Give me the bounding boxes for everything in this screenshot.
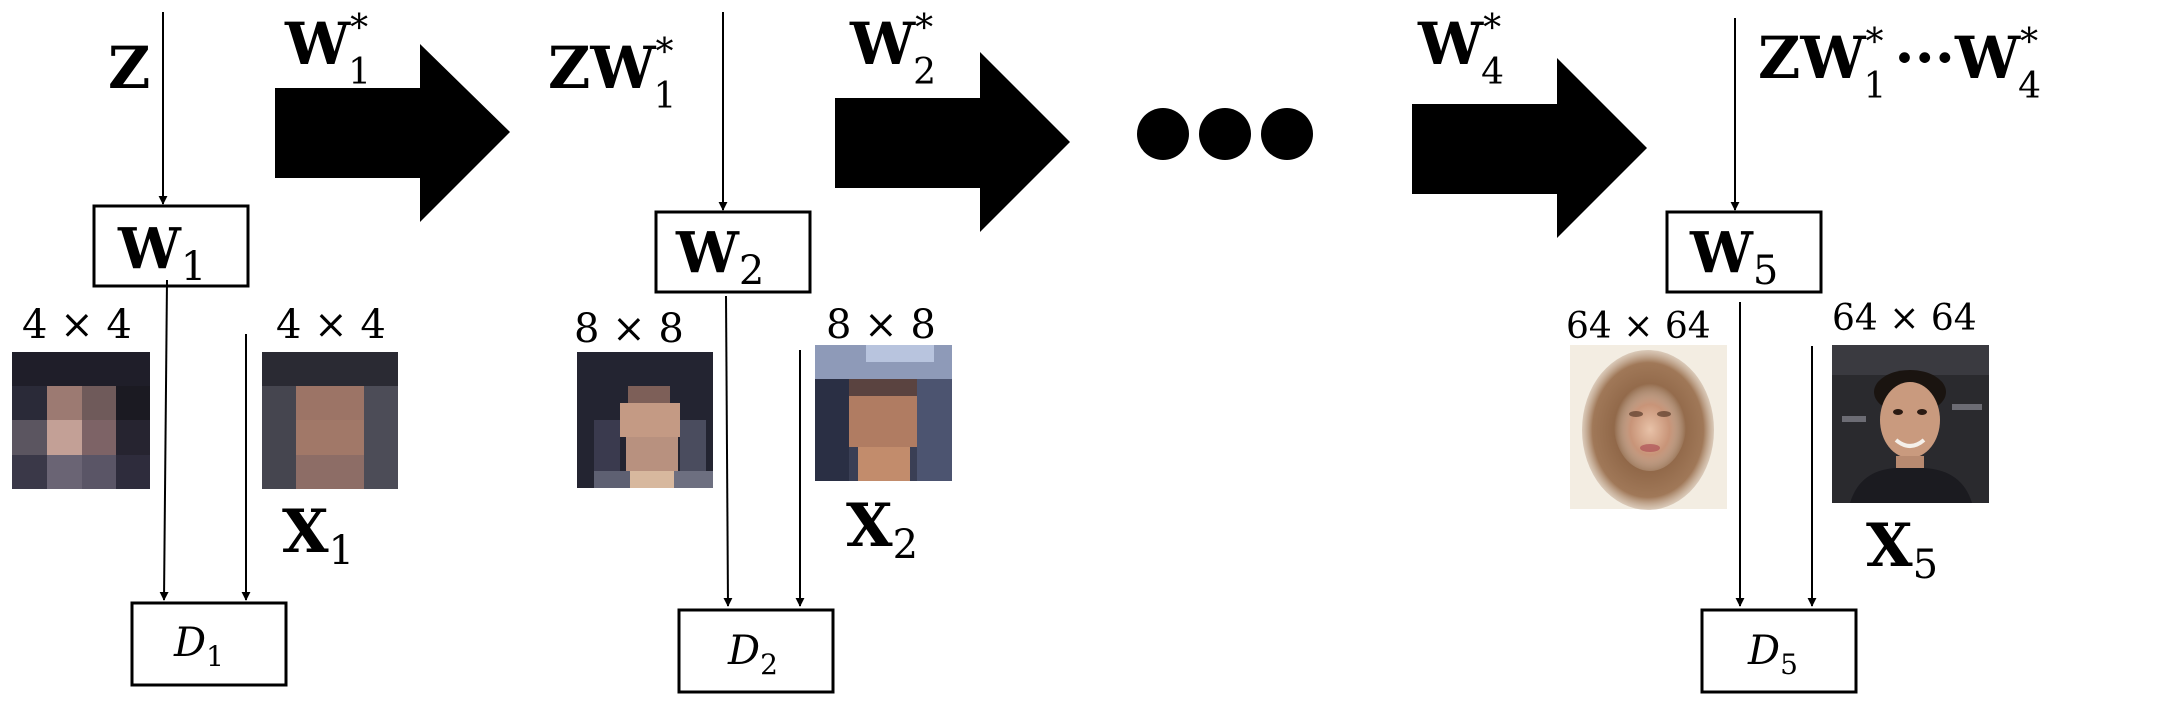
input-label-zw1-star: ZW*1 [548, 32, 676, 117]
real-label-x1: X1 [282, 497, 354, 574]
generated-image-8x8 [577, 352, 713, 488]
big-right-arrow [275, 44, 510, 222]
stage-1: Z W1 4 × 4 4 × 4 [12, 12, 398, 687]
generated-to-discriminator-arrow [159, 279, 169, 601]
real-size-label: 64 × 64 [1832, 298, 1977, 339]
discriminator-label: D2 [727, 628, 778, 681]
real-image-64x64 [1832, 345, 1989, 503]
transfer-label-w2-star: W*2 [849, 8, 936, 93]
stage-2: ZW*1 W2 8 × 8 8 × 8 X2 [548, 12, 952, 694]
generator-block-w5 [1665, 210, 1823, 294]
generated-size-label: 8 × 8 [574, 306, 684, 352]
input-label-z: Z [108, 34, 150, 102]
discriminator-label: D5 [1747, 628, 1798, 681]
generated-size-label: 4 × 4 [22, 302, 132, 348]
generator-block-w2 [654, 210, 812, 294]
generator-block-label: W1 [117, 216, 206, 290]
generated-to-discriminator-arrow [723, 295, 733, 607]
real-label-x5: X5 [1866, 511, 1938, 588]
transfer-label-w4-star: W*4 [1417, 8, 1504, 93]
transfer-arrow-3: W*4 [1412, 8, 1647, 238]
real-label-x2: X2 [846, 491, 918, 568]
real-size-label: 8 × 8 [826, 302, 936, 348]
discriminator-label: D1 [173, 620, 224, 673]
big-right-arrow [1412, 58, 1647, 238]
big-right-arrow [835, 52, 1070, 232]
transfer-arrow-2: W*2 [835, 8, 1070, 232]
discriminator-d5 [1700, 608, 1858, 694]
generated-image-64x64 [1570, 345, 1727, 510]
real-size-label: 4 × 4 [276, 302, 386, 348]
generated-image-4x4 [12, 352, 150, 489]
generated-size-label: 64 × 64 [1566, 306, 1711, 347]
transfer-arrow-1: W*1 [275, 8, 510, 222]
generator-block-label: W2 [675, 220, 764, 294]
generator-block-w1 [92, 204, 250, 288]
real-image-8x8 [815, 345, 952, 481]
stage-5: ZW*1···W*4 W5 64 × 64 64 × 64 X5 [1566, 18, 2041, 694]
ellipsis-dot [1261, 108, 1313, 160]
input-label-zw1-w4-star: ZW*1···W*4 [1758, 22, 2041, 107]
transfer-label-w1-star: W*1 [284, 8, 371, 93]
discriminator-d1 [130, 601, 288, 687]
discriminator-d2 [677, 608, 835, 694]
generator-block-label: W5 [1689, 220, 1778, 294]
ellipsis-dots [1137, 108, 1313, 160]
real-image-4x4 [262, 352, 398, 489]
ellipsis-dot [1137, 108, 1189, 160]
ellipsis-dot [1199, 108, 1251, 160]
